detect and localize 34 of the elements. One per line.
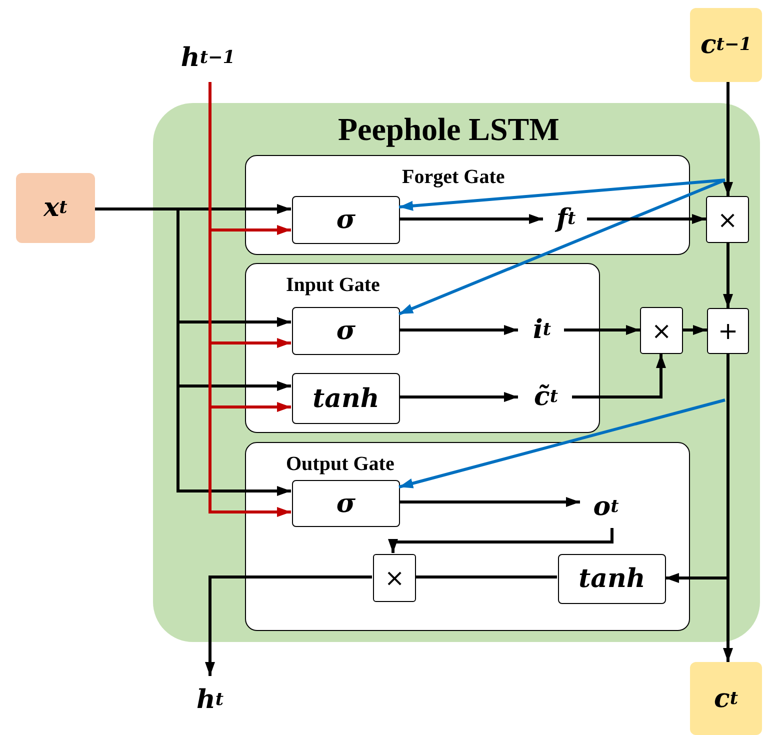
arrow — [398, 178, 726, 211]
arrow — [398, 398, 726, 488]
gate-title: Output Gate — [286, 453, 394, 476]
arrow — [399, 497, 580, 507]
activation-box: σ — [292, 307, 400, 355]
gate-panel — [245, 155, 690, 255]
arrow — [388, 528, 614, 553]
arrow — [205, 576, 372, 676]
gate-title: Forget Gate — [402, 166, 505, 189]
activation-box: σ — [292, 196, 400, 244]
arrow — [398, 178, 726, 316]
multiply-node: × — [640, 307, 683, 354]
arrow — [564, 325, 640, 335]
band-title: Peephole LSTM — [338, 111, 560, 148]
arrow — [399, 325, 518, 335]
activation-box: tanh — [558, 554, 666, 604]
model-band — [153, 103, 760, 642]
multiply-node: × — [706, 196, 749, 243]
multiply-node: × — [373, 554, 416, 602]
add-node: + — [707, 308, 749, 354]
arrow — [683, 325, 707, 335]
arrow — [587, 214, 706, 224]
arrow — [723, 82, 733, 196]
gate-title: Input Gate — [286, 274, 380, 297]
activation-box: tanh — [292, 373, 400, 424]
arrow — [399, 392, 518, 402]
gate-panel — [245, 263, 600, 433]
arrow — [572, 354, 666, 398]
gate-panel — [245, 442, 690, 631]
activation-box: σ — [292, 480, 400, 527]
arrow — [399, 214, 543, 224]
arrow — [723, 243, 733, 308]
arrow — [665, 354, 730, 583]
connector-line — [415, 576, 557, 578]
